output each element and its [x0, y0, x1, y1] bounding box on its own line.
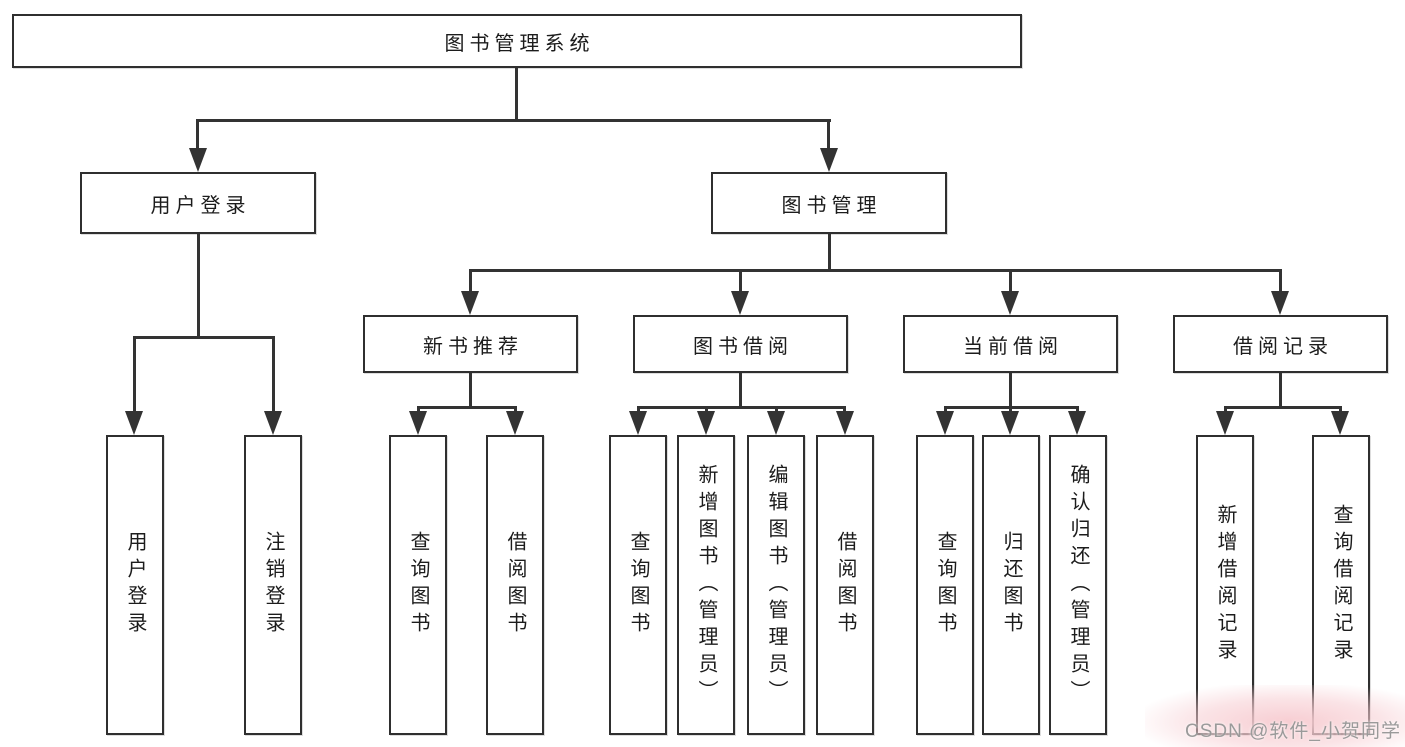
arrowhead-down	[697, 411, 715, 435]
arrowhead-down	[836, 411, 854, 435]
leaf-br-add-record-label: 新增借阅记录	[1214, 504, 1236, 666]
arrowhead-down	[1001, 291, 1019, 315]
connector-drop	[1279, 269, 1282, 295]
arrowhead-down	[409, 411, 427, 435]
node-borrow-records: 借阅记录	[1173, 315, 1388, 373]
connector-children-bar	[417, 406, 517, 409]
connector-root-stem	[515, 68, 518, 122]
connector-drop	[469, 269, 472, 295]
node-root: 图书管理系统	[12, 14, 1022, 68]
connector-drop	[1009, 406, 1012, 415]
connector-drop	[1339, 406, 1342, 415]
connector-drop	[196, 119, 199, 150]
connector-section-stem	[469, 373, 472, 409]
arrowhead-down	[731, 291, 749, 315]
node-book-management-label: 图书管理	[781, 194, 882, 217]
leaf-bb-query-book-label: 查询图书	[627, 531, 649, 639]
leaf-nb-borrow-book: 借阅图书	[486, 435, 544, 735]
connector-children-bar	[1224, 406, 1342, 409]
connector-user-login-bar	[133, 336, 274, 339]
connector-book-mgmt-stem	[828, 234, 831, 272]
connector-drop	[1009, 269, 1012, 295]
node-book-borrow-label: 图书借阅	[693, 335, 793, 358]
connector-drop	[1224, 406, 1227, 415]
leaf-cb-query-book-label: 查询图书	[934, 531, 956, 639]
leaf-user-login-label: 用户登录	[124, 531, 146, 639]
leaf-logout-label: 注销登录	[262, 531, 284, 639]
leaf-nb-borrow-book-label: 借阅图书	[504, 531, 526, 639]
leaf-bb-borrow-book-label: 借阅图书	[834, 531, 856, 639]
connector-section-stem	[739, 373, 742, 409]
leaf-bb-add-book-admin-label: 新增图书（管理员）	[695, 463, 717, 707]
arrowhead-down	[1216, 411, 1234, 435]
connector-drop	[417, 406, 420, 415]
arrowhead-down	[506, 411, 524, 435]
leaf-bb-edit-book-admin-label: 编辑图书（管理员）	[765, 463, 787, 707]
leaf-nb-query-book-label: 查询图书	[407, 531, 429, 639]
connector-section-stem	[1009, 373, 1012, 409]
leaf-nb-query-book: 查询图书	[389, 435, 447, 735]
connector-section-stem	[1279, 373, 1282, 409]
node-book-management: 图书管理	[711, 172, 947, 234]
leaf-cb-return-book: 归还图书	[982, 435, 1040, 735]
connector-children-bar	[637, 406, 846, 409]
leaf-br-query-record: 查询借阅记录	[1312, 435, 1370, 735]
leaf-bb-add-book-admin: 新增图书（管理员）	[677, 435, 735, 735]
leaf-bb-borrow-book: 借阅图书	[816, 435, 874, 735]
node-new-book-recommend-label: 新书推荐	[423, 335, 523, 358]
node-book-borrow: 图书借阅	[633, 315, 848, 373]
connector-drop	[775, 406, 778, 415]
leaf-cb-return-book-label: 归还图书	[1000, 531, 1022, 639]
watermark: CSDN @软件_小贺同学	[1185, 721, 1401, 742]
node-user-login-label: 用户登录	[150, 194, 251, 217]
arrowhead-down	[189, 148, 207, 172]
arrowhead-down	[1068, 411, 1086, 435]
connector-drop	[133, 336, 136, 413]
leaf-br-add-record: 新增借阅记录	[1196, 435, 1254, 735]
leaf-logout: 注销登录	[244, 435, 302, 735]
leaf-cb-query-book: 查询图书	[916, 435, 974, 735]
connector-drop	[514, 406, 517, 415]
connector-drop	[272, 336, 275, 413]
arrowhead-down	[125, 411, 143, 435]
arrowhead-down	[629, 411, 647, 435]
leaf-br-query-record-label: 查询借阅记录	[1330, 504, 1352, 666]
connector-drop	[843, 406, 846, 415]
arrowhead-down	[936, 411, 954, 435]
node-current-borrow-label: 当前借阅	[963, 335, 1063, 358]
connector-level2-bar	[196, 119, 831, 122]
arrowhead-down	[1001, 411, 1019, 435]
arrowhead-down	[767, 411, 785, 435]
node-user-login: 用户登录	[80, 172, 316, 234]
node-root-label: 图书管理系统	[444, 32, 595, 55]
leaf-bb-query-book: 查询图书	[609, 435, 667, 735]
arrowhead-down	[820, 148, 838, 172]
connector-drop	[637, 406, 640, 415]
connector-drop	[827, 119, 830, 150]
arrowhead-down	[1271, 291, 1289, 315]
arrowhead-down	[1331, 411, 1349, 435]
leaf-cb-confirm-return-admin: 确认归还（管理员）	[1049, 435, 1107, 735]
node-new-book-recommend: 新书推荐	[363, 315, 578, 373]
leaf-bb-edit-book-admin: 编辑图书（管理员）	[747, 435, 805, 735]
node-borrow-records-label: 借阅记录	[1233, 335, 1333, 358]
connector-drop	[739, 269, 742, 295]
connector-user-login-stem	[197, 234, 200, 338]
connector-drop	[1076, 406, 1079, 415]
leaf-user-login: 用户登录	[106, 435, 164, 735]
arrowhead-down	[461, 291, 479, 315]
node-current-borrow: 当前借阅	[903, 315, 1118, 373]
leaf-cb-confirm-return-admin-label: 确认归还（管理员）	[1067, 463, 1089, 707]
arrowhead-down	[264, 411, 282, 435]
connector-drop	[944, 406, 947, 415]
connector-level3-bar	[469, 269, 1282, 272]
connector-drop	[705, 406, 708, 415]
